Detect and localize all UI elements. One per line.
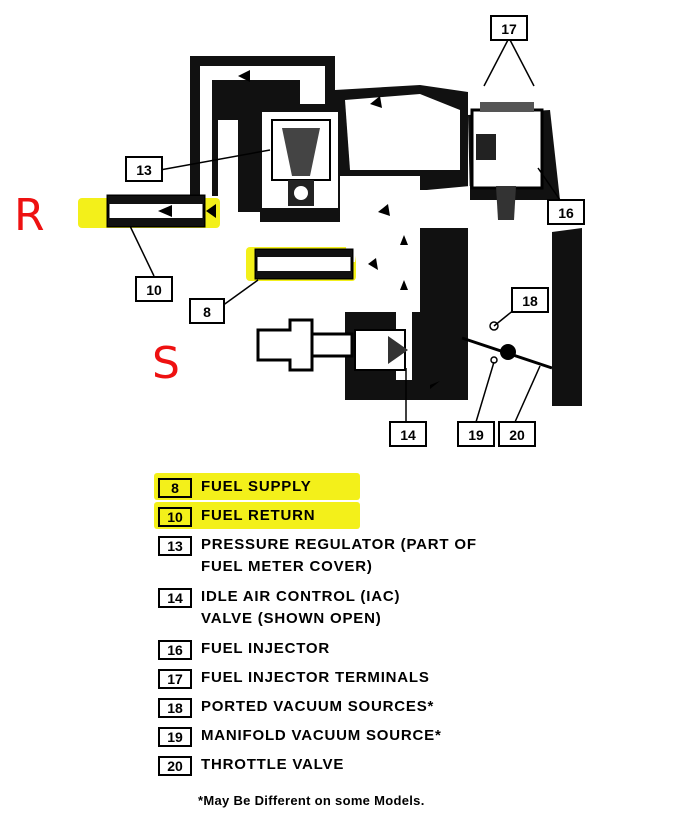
legend-item-fuel-injector: 16 FUEL INJECTOR [158, 640, 638, 669]
fuel-system-diagram: 13 10 8 17 16 18 14 19 20 R S [14, 15, 585, 447]
legend-item-injector-terminals: 17 FUEL INJECTOR TERMINALS [158, 669, 638, 698]
throttle-body [345, 228, 582, 406]
svg-text:13: 13 [136, 162, 152, 178]
svg-text:19: 19 [468, 427, 484, 443]
pressure-regulator [271, 119, 331, 206]
legend-text-line-2: VALVE (SHOWN OPEN) [201, 610, 382, 627]
legend-item-iac-valve: 14 IDLE AIR CONTROL (IAC) VALVE (SHOWN O… [158, 588, 638, 640]
legend-text: FUEL SUPPLY [201, 478, 312, 495]
legend-text: PORTED VACUUM SOURCES* [201, 698, 435, 715]
callout-14: 14 [389, 421, 427, 447]
legend-text-line-2: FUEL METER COVER) [201, 558, 373, 575]
legend-number: 17 [158, 669, 192, 689]
legend-item-ported-vacuum: 18 PORTED VACUUM SOURCES* [158, 698, 638, 727]
flow-arrows [158, 70, 440, 389]
legend-text: IDLE AIR CONTROL (IAC) VALVE (SHOWN OPEN… [201, 586, 400, 630]
legend-number: 10 [158, 507, 192, 527]
legend-text: THROTTLE VALVE [201, 756, 345, 773]
legend-item-fuel-return: 10 FUEL RETURN [154, 502, 638, 536]
callout-16: 16 [547, 199, 585, 225]
svg-text:14: 14 [400, 427, 416, 443]
svg-text:17: 17 [501, 21, 517, 37]
callout-19: 19 [457, 421, 495, 447]
fuel-supply-line [254, 248, 354, 280]
svg-text:20: 20 [509, 427, 525, 443]
leader-lines [129, 37, 561, 423]
handwritten-s: S [152, 338, 180, 389]
legend-text: PRESSURE REGULATOR (PART OF FUEL METER C… [201, 534, 477, 578]
legend-item-pressure-regulator: 13 PRESSURE REGULATOR (PART OF FUEL METE… [158, 536, 638, 588]
legend-number: 19 [158, 727, 192, 747]
svg-text:10: 10 [146, 282, 162, 298]
legend-text: FUEL RETURN [201, 507, 316, 524]
svg-text:8: 8 [203, 304, 211, 320]
legend-text-line-1: IDLE AIR CONTROL (IAC) [201, 588, 401, 605]
callout-18: 18 [511, 287, 549, 313]
callout-13: 13 [125, 156, 163, 182]
legend-number: 8 [158, 478, 192, 498]
callout-17: 17 [490, 15, 528, 41]
legend-number: 16 [158, 640, 192, 660]
legend-text: MANIFOLD VACUUM SOURCE* [201, 727, 442, 744]
legend-text: FUEL INJECTOR TERMINALS [201, 669, 430, 686]
legend-number: 20 [158, 756, 192, 776]
legend-text: FUEL INJECTOR [201, 640, 331, 657]
legend-item-throttle-valve: 20 THROTTLE VALVE [158, 756, 638, 785]
callout-20: 20 [498, 421, 536, 447]
legend-item-manifold-vacuum: 19 MANIFOLD VACUUM SOURCE* [158, 727, 638, 756]
legend-text-line-1: PRESSURE REGULATOR (PART OF [201, 536, 477, 553]
legend-number: 13 [158, 536, 192, 556]
legend-number: 14 [158, 588, 192, 608]
fuel-return-line [106, 194, 206, 228]
legend: 8 FUEL SUPPLY 10 FUEL RETURN 13 PRESSURE… [154, 473, 638, 785]
fuel-injector [470, 102, 544, 220]
footnote: *May Be Different on some Models. [198, 793, 425, 808]
throttle-valve [461, 321, 553, 370]
callout-8: 8 [189, 298, 225, 324]
handwritten-r: R [14, 190, 45, 241]
svg-text:18: 18 [522, 293, 538, 309]
svg-text:16: 16 [558, 205, 574, 221]
legend-item-fuel-supply: 8 FUEL SUPPLY [154, 473, 638, 507]
callout-10: 10 [135, 276, 173, 302]
legend-number: 18 [158, 698, 192, 718]
iac-valve [256, 318, 408, 372]
